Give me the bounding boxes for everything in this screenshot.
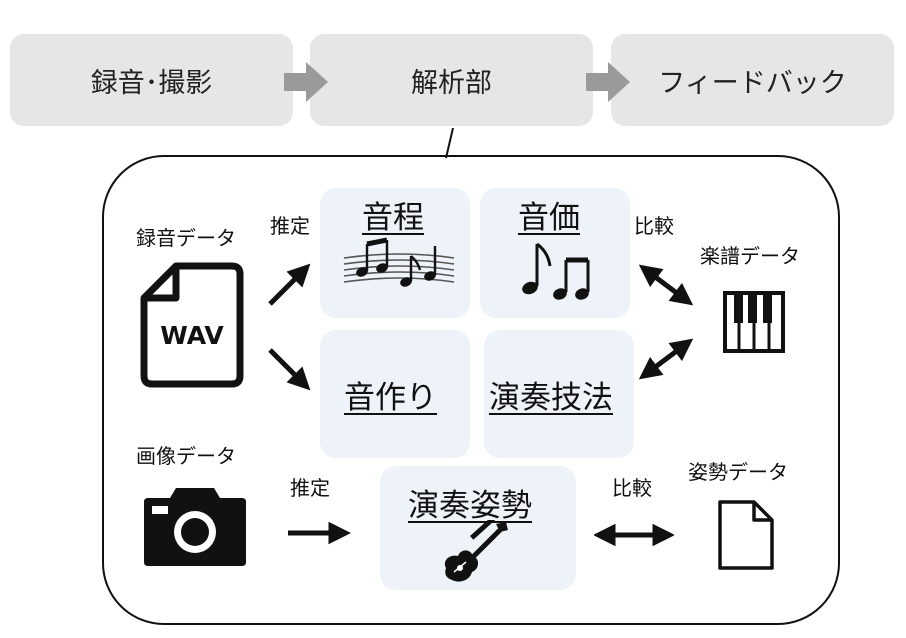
posture-title: 演奏姿勢	[408, 488, 532, 524]
technique-title: 演奏技法	[489, 380, 613, 416]
estimate-arrows	[268, 263, 311, 391]
estimate-label-top: 推定	[270, 214, 310, 238]
estimate-label-bottom: 推定	[290, 476, 330, 500]
stage-recording: 録音･撮影	[10, 34, 293, 126]
duration-title: 音価	[518, 200, 580, 236]
estimate-arrow-bottom	[288, 521, 351, 545]
staff-notes-icon	[343, 237, 455, 287]
stage-analysis: 解析部	[310, 34, 593, 126]
flow-arrow-1	[284, 62, 328, 102]
wav-text: WAV	[160, 321, 224, 350]
flow-arrow-2	[586, 62, 630, 102]
compare-arrow-bottom	[594, 523, 674, 547]
camera-icon	[144, 488, 246, 566]
score-data-label: 楽譜データ	[700, 244, 800, 268]
pitch-title: 音程	[362, 200, 424, 236]
stage-connector-line	[445, 127, 454, 159]
compare-arrows	[638, 264, 694, 380]
file-wav-icon: WAV	[140, 262, 244, 388]
card-posture	[380, 466, 576, 590]
stage-feedback: フィードバック	[611, 34, 894, 126]
card-tone	[320, 330, 470, 458]
card-pitch	[320, 188, 470, 318]
compare-label-bottom: 比較	[612, 476, 652, 500]
analysis-frame	[102, 155, 840, 625]
posture-data-label: 姿勢データ	[688, 460, 788, 484]
document-icon	[718, 500, 774, 570]
image-data-label: 画像データ	[136, 444, 236, 468]
card-technique	[484, 330, 634, 458]
eighth-notes-icon	[522, 242, 590, 300]
compare-label-top: 比較	[634, 214, 674, 238]
tone-title: 音作り	[344, 380, 437, 416]
piano-keys-icon	[723, 291, 785, 353]
audio-data-label: 録音データ	[136, 226, 236, 250]
electric-guitar-icon	[444, 520, 508, 582]
